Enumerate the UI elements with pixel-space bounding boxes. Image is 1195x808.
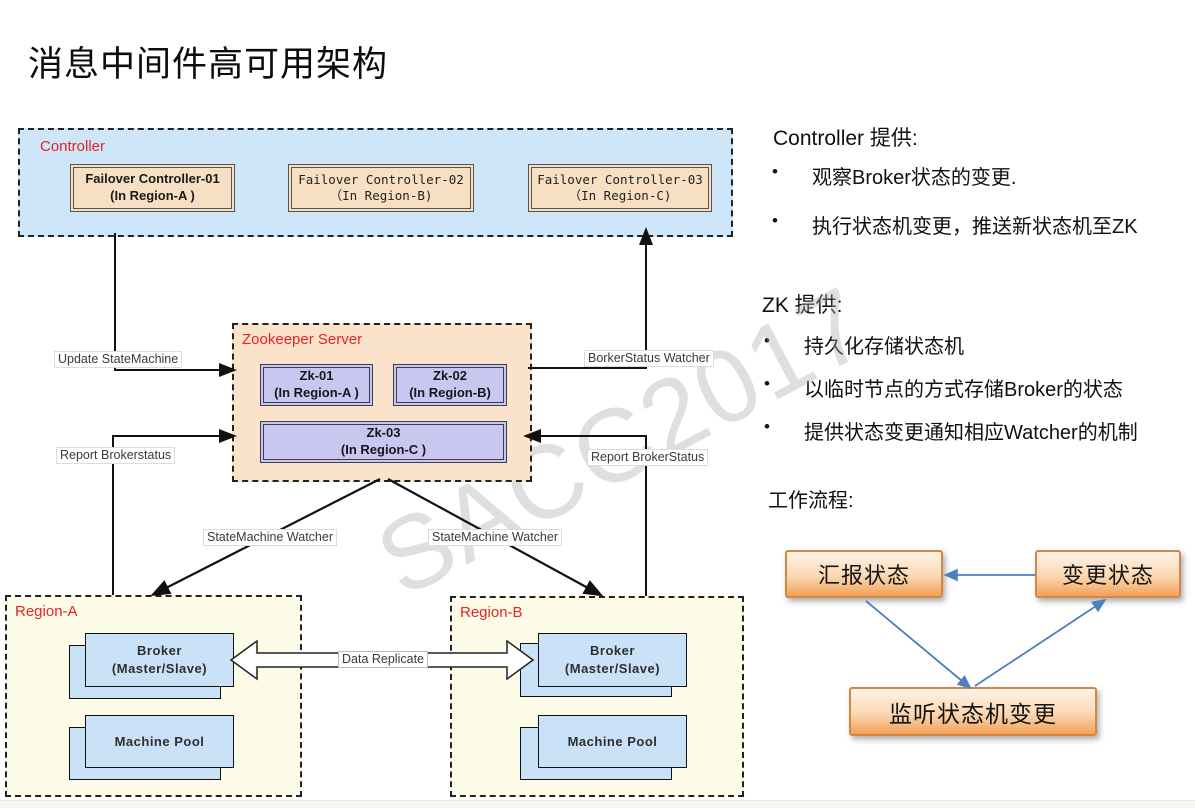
node-label: Zk-03 bbox=[366, 425, 401, 441]
node-zk-03: Zk-03 (In Region-C ) bbox=[260, 421, 507, 463]
node-failover-controller-03: Failover Controller-03 （In Region-C) bbox=[528, 164, 712, 212]
edge-label-statemachine-watcher-left: StateMachine Watcher bbox=[203, 529, 337, 546]
bullet-item: 以临时节点的方式存储Broker的状态 bbox=[762, 373, 1123, 402]
flow-box-report-state: 汇报状态 bbox=[785, 550, 943, 598]
node-label: Failover Controller-03 bbox=[537, 171, 703, 187]
node-sublabel: (In Region-C ) bbox=[340, 442, 427, 457]
node-sublabel: (Master/Slave) bbox=[111, 661, 208, 676]
edge-label-update-statemachine: Update StateMachine bbox=[54, 351, 183, 368]
bottom-strip bbox=[0, 800, 1195, 808]
node-sublabel: (In Region-A ) bbox=[110, 188, 195, 203]
flow-box-change-state: 变更状态 bbox=[1035, 550, 1181, 598]
bullet-item: 执行状态机变更，推送新状态机至ZK bbox=[770, 210, 1138, 239]
section-heading-workflow: 工作流程: bbox=[768, 490, 854, 512]
node-sublabel: (Master/Slave) bbox=[564, 661, 661, 676]
bullet-item: 持久化存储状态机 bbox=[762, 330, 964, 359]
node-failover-controller-02: Failover Controller-02 （In Region-B) bbox=[288, 164, 474, 212]
node-label: Zk-01 bbox=[299, 368, 334, 384]
node-broker-region-b: Broker (Master/Slave) bbox=[538, 633, 687, 687]
node-label: Zk-02 bbox=[433, 368, 467, 384]
flow-edge-report-to-watch bbox=[865, 600, 972, 690]
edge-label-report-brokerstatus-left: Report Brokerstatus bbox=[56, 447, 176, 464]
zookeeper-group-label: Zookeeper Server bbox=[242, 331, 363, 348]
page-title: 消息中间件高可用架构 bbox=[28, 45, 389, 84]
node-sublabel: （In Region-B) bbox=[329, 188, 433, 203]
section-heading-controller: Controller 提供: bbox=[773, 127, 918, 150]
region-a-group: Region-A Broker (Master/Slave) Machine P… bbox=[5, 595, 302, 797]
region-b-label: Region-B bbox=[460, 604, 523, 621]
node-sublabel: (In Region-A ) bbox=[274, 385, 359, 400]
node-label: Failover Controller-02 bbox=[298, 171, 464, 187]
node-sublabel: （In Region-C) bbox=[568, 188, 672, 203]
node-label: Failover Controller-01 bbox=[85, 171, 220, 187]
node-machine-pool-region-b: Machine Pool bbox=[538, 715, 687, 768]
section-heading-zk: ZK 提供: bbox=[762, 294, 843, 317]
region-a-label: Region-A bbox=[15, 603, 78, 620]
edge-label-statemachine-watcher-right: StateMachine Watcher bbox=[428, 529, 562, 546]
node-sublabel: (In Region-B) bbox=[409, 385, 491, 400]
edge-label-borkerstatus-watcher: BorkerStatus Watcher bbox=[584, 350, 714, 367]
controller-group-label: Controller bbox=[40, 138, 106, 155]
flow-edge-watch-to-change bbox=[974, 599, 1107, 687]
edge-label-data-replicate: Data Replicate bbox=[338, 651, 428, 668]
node-label: Machine Pool bbox=[567, 733, 658, 749]
region-b-group: Region-B Broker (Master/Slave) Machine P… bbox=[450, 596, 744, 797]
edge-update-statemachine bbox=[114, 233, 237, 377]
node-broker-region-a: Broker (Master/Slave) bbox=[85, 633, 234, 687]
node-failover-controller-01: Failover Controller-01 (In Region-A ) bbox=[70, 164, 235, 212]
node-zk-02: Zk-02 (In Region-B) bbox=[393, 364, 507, 406]
controller-group: Controller Failover Controller-01 (In Re… bbox=[18, 128, 733, 237]
node-label: Broker bbox=[137, 643, 182, 659]
node-label: Broker bbox=[590, 643, 635, 659]
bullet-item: 观察Broker状态的变更. bbox=[770, 161, 1016, 190]
node-label: Machine Pool bbox=[114, 733, 205, 749]
node-machine-pool-region-a: Machine Pool bbox=[85, 715, 234, 768]
zookeeper-group: Zookeeper Server Zk-01 (In Region-A ) Zk… bbox=[232, 323, 532, 482]
bullet-item: 提供状态变更通知相应Watcher的机制 bbox=[762, 416, 1138, 445]
edge-label-report-brokerstatus-right: Report BrokerStatus bbox=[587, 449, 709, 466]
flow-box-watch-statemachine: 监听状态机变更 bbox=[849, 687, 1097, 736]
node-zk-01: Zk-01 (In Region-A ) bbox=[260, 364, 373, 406]
